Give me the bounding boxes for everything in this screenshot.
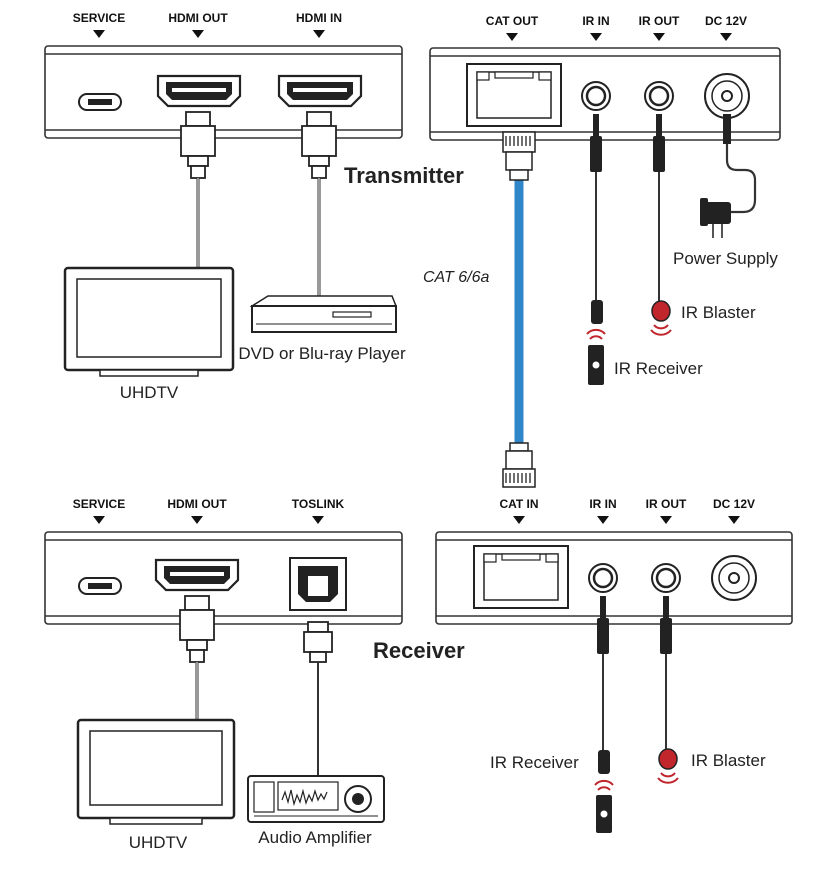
toslink-port-icon [289,557,347,611]
rx-ir-receiver-cable [597,596,610,774]
amp-caption: Audio Amplifier [258,828,372,847]
rx-port-labels-right: CAT IN IR IN IR OUT DC 12V [499,497,755,524]
rx-ir-in-label: IR IN [589,497,616,511]
tx-service-label: SERVICE [73,11,125,25]
tx-tv-caption: UHDTV [120,383,179,402]
ir-in-jack-icon [588,563,618,593]
tx-hdmi-in-label: HDMI IN [296,11,342,25]
down-arrow-icon [191,516,203,524]
down-arrow-icon [660,516,672,524]
ir-receiver-icon [594,779,614,833]
rx-left-panel [44,531,403,625]
rx-toslink-cable [303,621,333,776]
down-arrow-icon [590,33,602,41]
hdmi-port-icon [277,74,363,108]
power-adapter-icon [700,198,731,238]
rx-ir-out-label: IR OUT [646,497,687,511]
dc-jack-icon [711,555,757,601]
rx-ir-receiver-caption: IR Receiver [490,753,579,772]
tx-port-labels-right: CAT OUT IR IN IR OUT DC 12V [486,14,747,41]
rj45-plug-icon [502,442,536,488]
hdmi-port-icon [156,74,242,108]
hdmi-port-icon [154,558,240,592]
down-arrow-icon [313,30,325,38]
tx-ir-in-label: IR IN [582,14,609,28]
tx-ir-receiver-caption: IR Receiver [614,359,703,378]
down-arrow-icon [597,516,609,524]
receiver-title: Receiver [373,638,465,663]
tx-hdmi-out-label: HDMI OUT [168,11,228,25]
dvd-player-icon [249,295,398,333]
tx-ir-blaster-caption: IR Blaster [681,303,756,322]
down-arrow-icon [506,33,518,41]
dc-jack-icon [704,73,750,119]
rx-cat-in-label: CAT IN [499,497,538,511]
rx-ir-blaster-cable [660,596,672,750]
rx-dc-label: DC 12V [713,497,755,511]
rx-port-labels-left: SERVICE HDMI OUT TOSLINK [73,497,345,524]
ir-blaster-icon [650,300,672,336]
rx-toslink-label: TOSLINK [292,497,345,511]
down-arrow-icon [93,30,105,38]
audio-amplifier-icon [247,775,385,823]
tx-ir-receiver-cable [590,114,603,324]
rx-uhdtv-icon [76,718,236,825]
ir-out-jack-icon [651,563,681,593]
tx-hdmi-out-cable [180,111,216,268]
cable-label: CAT 6/6a [423,269,490,286]
tx-right-panel [429,47,781,141]
down-arrow-icon [513,516,525,524]
rx-hdmi-out-cable [179,595,215,720]
rx-tv-caption: UHDTV [129,833,188,852]
tx-uhdtv-icon [63,266,235,377]
tx-left-panel [44,45,403,139]
tx-dc-label: DC 12V [705,14,747,28]
tx-ir-out-label: IR OUT [639,14,680,28]
power-caption: Power Supply [673,249,778,268]
down-arrow-icon [93,516,105,524]
tx-hdmi-in-cable [301,111,337,306]
down-arrow-icon [312,516,324,524]
cat-cable [502,131,536,488]
down-arrow-icon [728,516,740,524]
rj45-plug-icon [502,131,536,181]
rx-ir-blaster-caption: IR Blaster [691,751,766,770]
ir-receiver-icon [586,328,606,385]
player-caption: DVD or Blu-ray Player [238,344,406,363]
ir-in-jack-icon [581,81,611,111]
rj45-port-icon [473,545,569,609]
tx-cat-out-label: CAT OUT [486,14,539,28]
rx-service-label: SERVICE [73,497,125,511]
down-arrow-icon [653,33,665,41]
power-cable [723,114,757,214]
ir-out-jack-icon [644,81,674,111]
tx-port-labels-left: SERVICE HDMI OUT HDMI IN [73,11,342,38]
down-arrow-icon [192,30,204,38]
rx-right-panel [435,531,793,625]
tx-ir-blaster-cable [653,114,665,302]
rx-hdmi-out-label: HDMI OUT [167,497,227,511]
ir-blaster-icon [657,748,679,784]
rj45-port-icon [466,63,562,127]
transmitter-title: Transmitter [344,163,464,188]
down-arrow-icon [720,33,732,41]
